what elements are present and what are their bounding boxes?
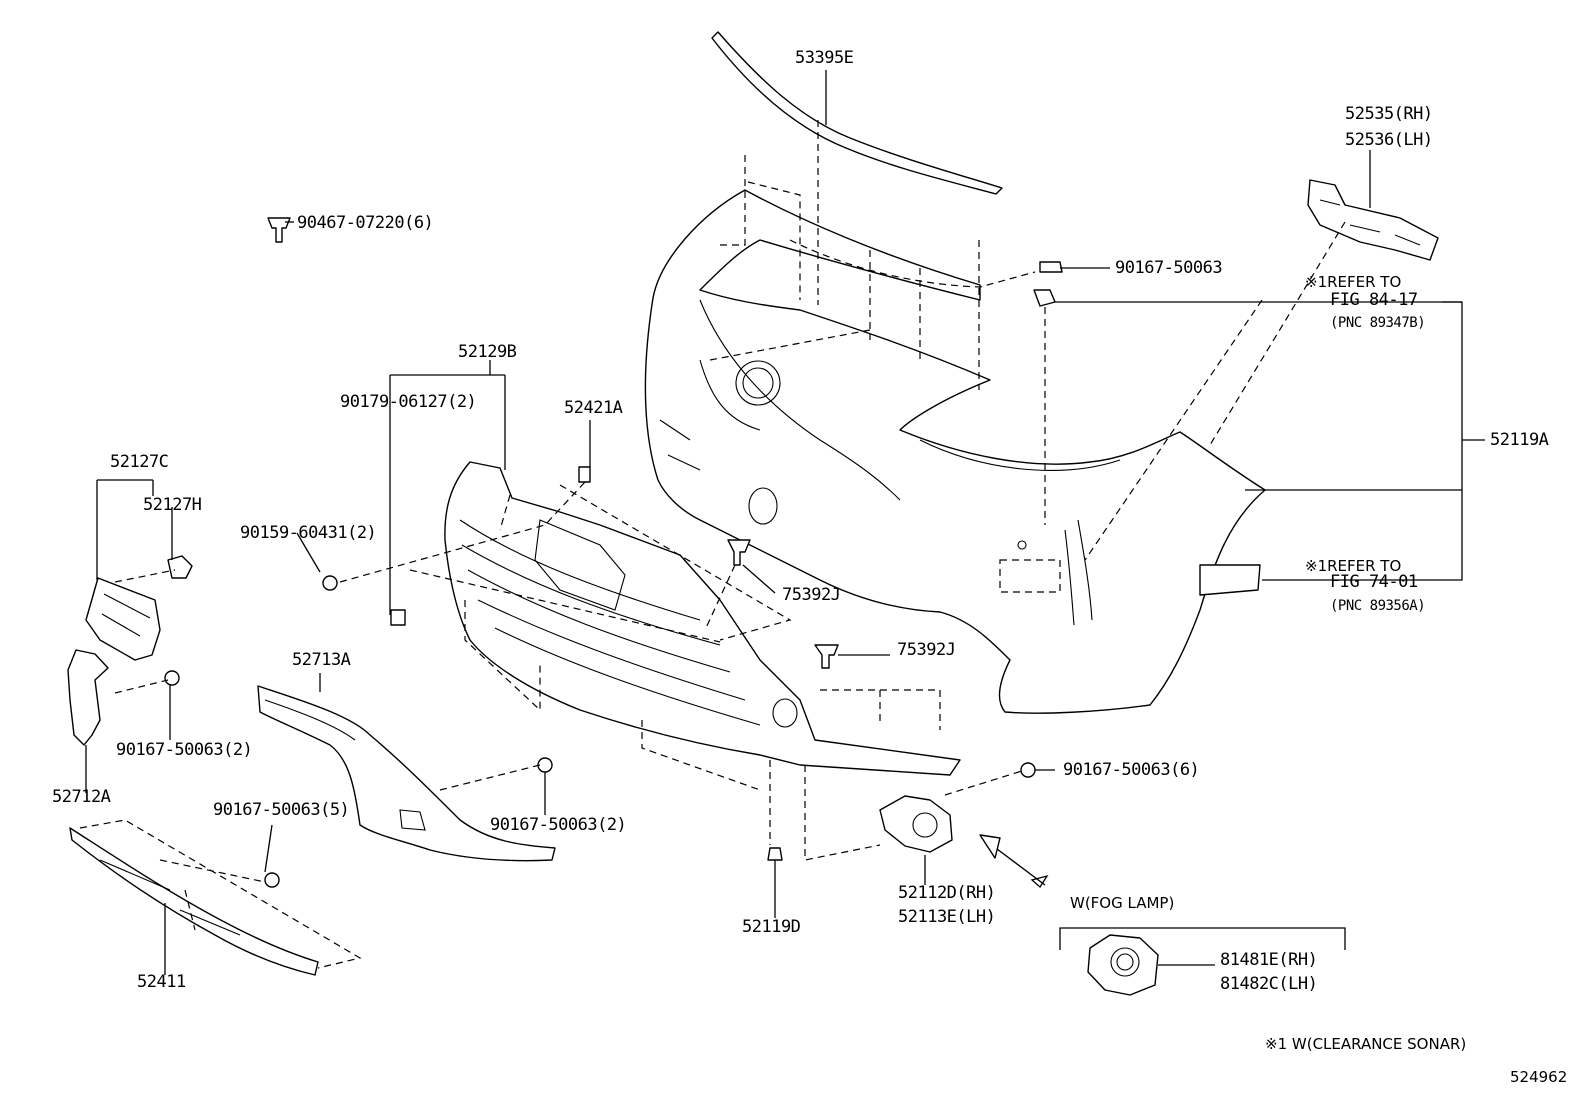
part-label-52112D-rh: 52112D(RH) xyxy=(898,883,996,903)
part-label-81481E-rh: 81481E(RH) xyxy=(1220,950,1318,970)
cover-52127C xyxy=(85,555,193,661)
part-label-52411: 52411 xyxy=(137,972,186,992)
part-label-90159-60431: 90159-60431(2) xyxy=(240,523,377,543)
part-label-52713A: 52713A xyxy=(292,650,351,670)
molding-53395E xyxy=(711,31,1003,195)
alignment-lines xyxy=(79,120,1346,969)
part-label-75392J-upper: 75392J xyxy=(782,585,841,605)
part-label-52127C: 52127C xyxy=(110,452,169,472)
spoiler-52411 xyxy=(69,827,319,976)
garnish-52713A xyxy=(257,685,556,862)
bumper-cover-52119A xyxy=(644,189,1266,714)
part-label-81482C-lh: 81482C(LH) xyxy=(1220,974,1318,994)
bracket-52535 xyxy=(1307,179,1439,261)
refer-note-1-line-3: (PNC 89347B) xyxy=(1330,315,1426,331)
part-label-52113E-lh: 52113E(LH) xyxy=(898,907,996,927)
part-label-52119A: 52119A xyxy=(1490,430,1549,450)
footnote: ※1 W(CLEARANCE SONAR) xyxy=(1265,1035,1467,1053)
part-label-52712A: 52712A xyxy=(52,787,111,807)
part-label-90167-50063-2b: 90167-50063(2) xyxy=(490,815,627,835)
part-label-90467-07220: 90467-07220(6) xyxy=(297,213,434,233)
leader-lines xyxy=(85,70,1485,975)
part-label-53395E: 53395E xyxy=(795,48,854,68)
figure-number: 524962 xyxy=(1510,1068,1568,1086)
refer-note-1-line-2: FIG 84-17 xyxy=(1330,290,1418,310)
refer-note-2-line-2: FIG 74-01 xyxy=(1330,572,1418,592)
refer-note-2-line-3: (PNC 89356A) xyxy=(1330,598,1426,614)
bracket-52112D xyxy=(879,795,953,853)
fog-lamp-group-label: W(FOG LAMP) xyxy=(1070,894,1175,912)
part-label-90167-50063-5: 90167-50063(5) xyxy=(213,800,350,820)
bracket-52712A xyxy=(67,649,109,746)
grille-52129B xyxy=(444,461,961,776)
part-label-75392J-lower: 75392J xyxy=(897,640,956,660)
fog-lamp-81481E xyxy=(1087,934,1159,996)
refer-note-1-line-1: ※1REFER TO xyxy=(1305,273,1402,291)
part-label-90167-50063-top: 90167-50063 xyxy=(1115,258,1223,278)
part-label-90179-06127: 90179-06127(2) xyxy=(340,392,477,412)
part-label-52535-rh: 52535(RH) xyxy=(1345,104,1433,124)
part-label-52536-lh: 52536(LH) xyxy=(1345,130,1433,150)
part-label-52129B: 52129B xyxy=(458,342,517,362)
part-label-90167-50063-2a: 90167-50063(2) xyxy=(116,740,253,760)
part-label-52119D: 52119D xyxy=(742,917,801,937)
part-label-90167-50063-6: 90167-50063(6) xyxy=(1063,760,1200,780)
sonar-cover xyxy=(1199,564,1261,596)
part-label-52421A: 52421A xyxy=(564,398,623,418)
refer-note-2-line-1: ※1REFER TO xyxy=(1305,557,1402,575)
part-label-52127H: 52127H xyxy=(143,495,202,515)
